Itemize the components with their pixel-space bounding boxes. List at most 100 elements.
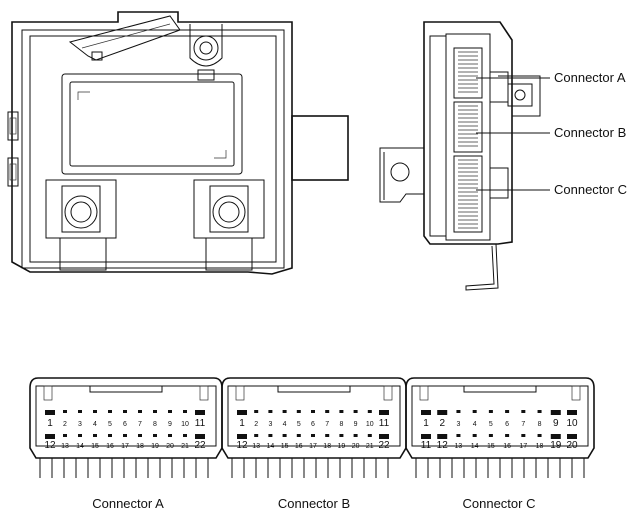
pin-cell: [296, 434, 301, 437]
pin-cell: [472, 410, 477, 413]
pin-number: 19: [550, 440, 562, 451]
pin-cell: [268, 434, 273, 437]
pin-cell: [437, 434, 448, 439]
pin-number: 21: [181, 443, 189, 450]
pin-cell: [282, 434, 287, 437]
pin-cell: [567, 434, 577, 439]
pin-cell: [237, 410, 247, 415]
pin-cell: [108, 410, 112, 413]
pin-cell: [63, 434, 67, 437]
pin-cell: [108, 434, 112, 437]
pin-number: 8: [339, 421, 343, 428]
pin-number: 17: [309, 443, 317, 450]
pin-cell: [311, 434, 315, 437]
pin-number: 6: [311, 421, 315, 428]
pin-number: 10: [566, 418, 578, 429]
pin-number: 2: [254, 421, 258, 428]
pin-cell: [325, 410, 330, 413]
pin-number: 12: [44, 440, 56, 451]
pin-cell: [505, 434, 510, 437]
pin-number: 18: [136, 443, 144, 450]
pin-cell: [505, 410, 510, 413]
pin-cell: [521, 410, 526, 413]
pin-cell: [353, 434, 358, 437]
pin-cell: [168, 410, 172, 413]
pin-number: 15: [91, 443, 99, 450]
pin-number: 9: [168, 421, 172, 428]
pin-cell: [153, 434, 157, 437]
pin-number: 11: [195, 418, 206, 429]
pin-number: 16: [503, 443, 511, 450]
pin-cell: [339, 410, 344, 413]
pin-number: 6: [505, 421, 509, 428]
pin-number: 1: [423, 418, 429, 429]
pin-number: 2: [439, 418, 445, 429]
pin-cell: [282, 410, 287, 413]
callout-connector-c: Connector C: [554, 182, 627, 197]
pin-cell: [63, 410, 67, 413]
pin-number: 16: [295, 443, 303, 450]
pin-cell: [339, 434, 344, 437]
pin-cell: [367, 410, 372, 413]
pin-cell: [537, 434, 542, 437]
pin-cell: [521, 434, 526, 437]
pin-number: 7: [138, 421, 142, 428]
pin-cell: [123, 434, 127, 437]
pin-cell: [488, 434, 493, 437]
pin-number: 4: [283, 421, 287, 428]
pin-cell: [254, 434, 259, 437]
pin-number: 3: [78, 421, 82, 428]
pin-cell: [488, 410, 493, 413]
pin-cell: [123, 410, 127, 413]
pin-cell: [550, 410, 561, 415]
pin-number: 4: [473, 421, 477, 428]
module-side-view: [379, 21, 541, 291]
pin-number: 3: [456, 421, 460, 428]
pin-number: 18: [323, 443, 331, 450]
pin-cell: [367, 434, 372, 437]
pin-cell: [254, 410, 259, 413]
pin-number: 20: [566, 440, 578, 451]
pin-number: 9: [553, 418, 559, 429]
caption-connector-a: Connector A: [92, 496, 164, 511]
pin-cell: [567, 410, 577, 415]
pin-number: 4: [93, 421, 97, 428]
pin-number: 13: [252, 443, 260, 450]
callout-connector-b: Connector B: [554, 125, 626, 140]
pin-cell: [353, 410, 358, 413]
pin-number: 7: [325, 421, 329, 428]
pin-number: 2: [63, 421, 67, 428]
pin-cell: [421, 434, 431, 439]
pin-cell: [537, 410, 542, 413]
pin-number: 22: [194, 440, 206, 451]
pin-number: 14: [471, 443, 479, 450]
caption-connector-c: Connector C: [463, 496, 536, 511]
pin-cell: [168, 434, 172, 437]
pin-cell: [45, 410, 55, 415]
pin-number: 20: [352, 443, 360, 450]
pin-number: 19: [151, 443, 159, 450]
pin-number: 15: [281, 443, 289, 450]
pin-number: 1: [47, 418, 53, 429]
pin-number: 1: [239, 418, 245, 429]
pin-cell: [183, 434, 187, 437]
caption-connector-b: Connector B: [278, 496, 350, 511]
pin-number: 5: [297, 421, 301, 428]
pin-cell: [421, 410, 431, 415]
pin-number: 12: [437, 440, 449, 451]
module-front-view: [7, 11, 349, 275]
pin-number: 10: [181, 421, 189, 428]
pin-number: 16: [106, 443, 114, 450]
pin-cell: [472, 434, 477, 437]
pin-number: 13: [455, 443, 463, 450]
pin-number: 3: [268, 421, 272, 428]
callout-connector-a: Connector A: [554, 70, 626, 85]
pin-cell: [550, 434, 561, 439]
pin-number: 17: [519, 443, 527, 450]
pin-cell: [93, 434, 97, 437]
pin-cell: [456, 434, 461, 437]
pin-number: 22: [378, 440, 390, 451]
